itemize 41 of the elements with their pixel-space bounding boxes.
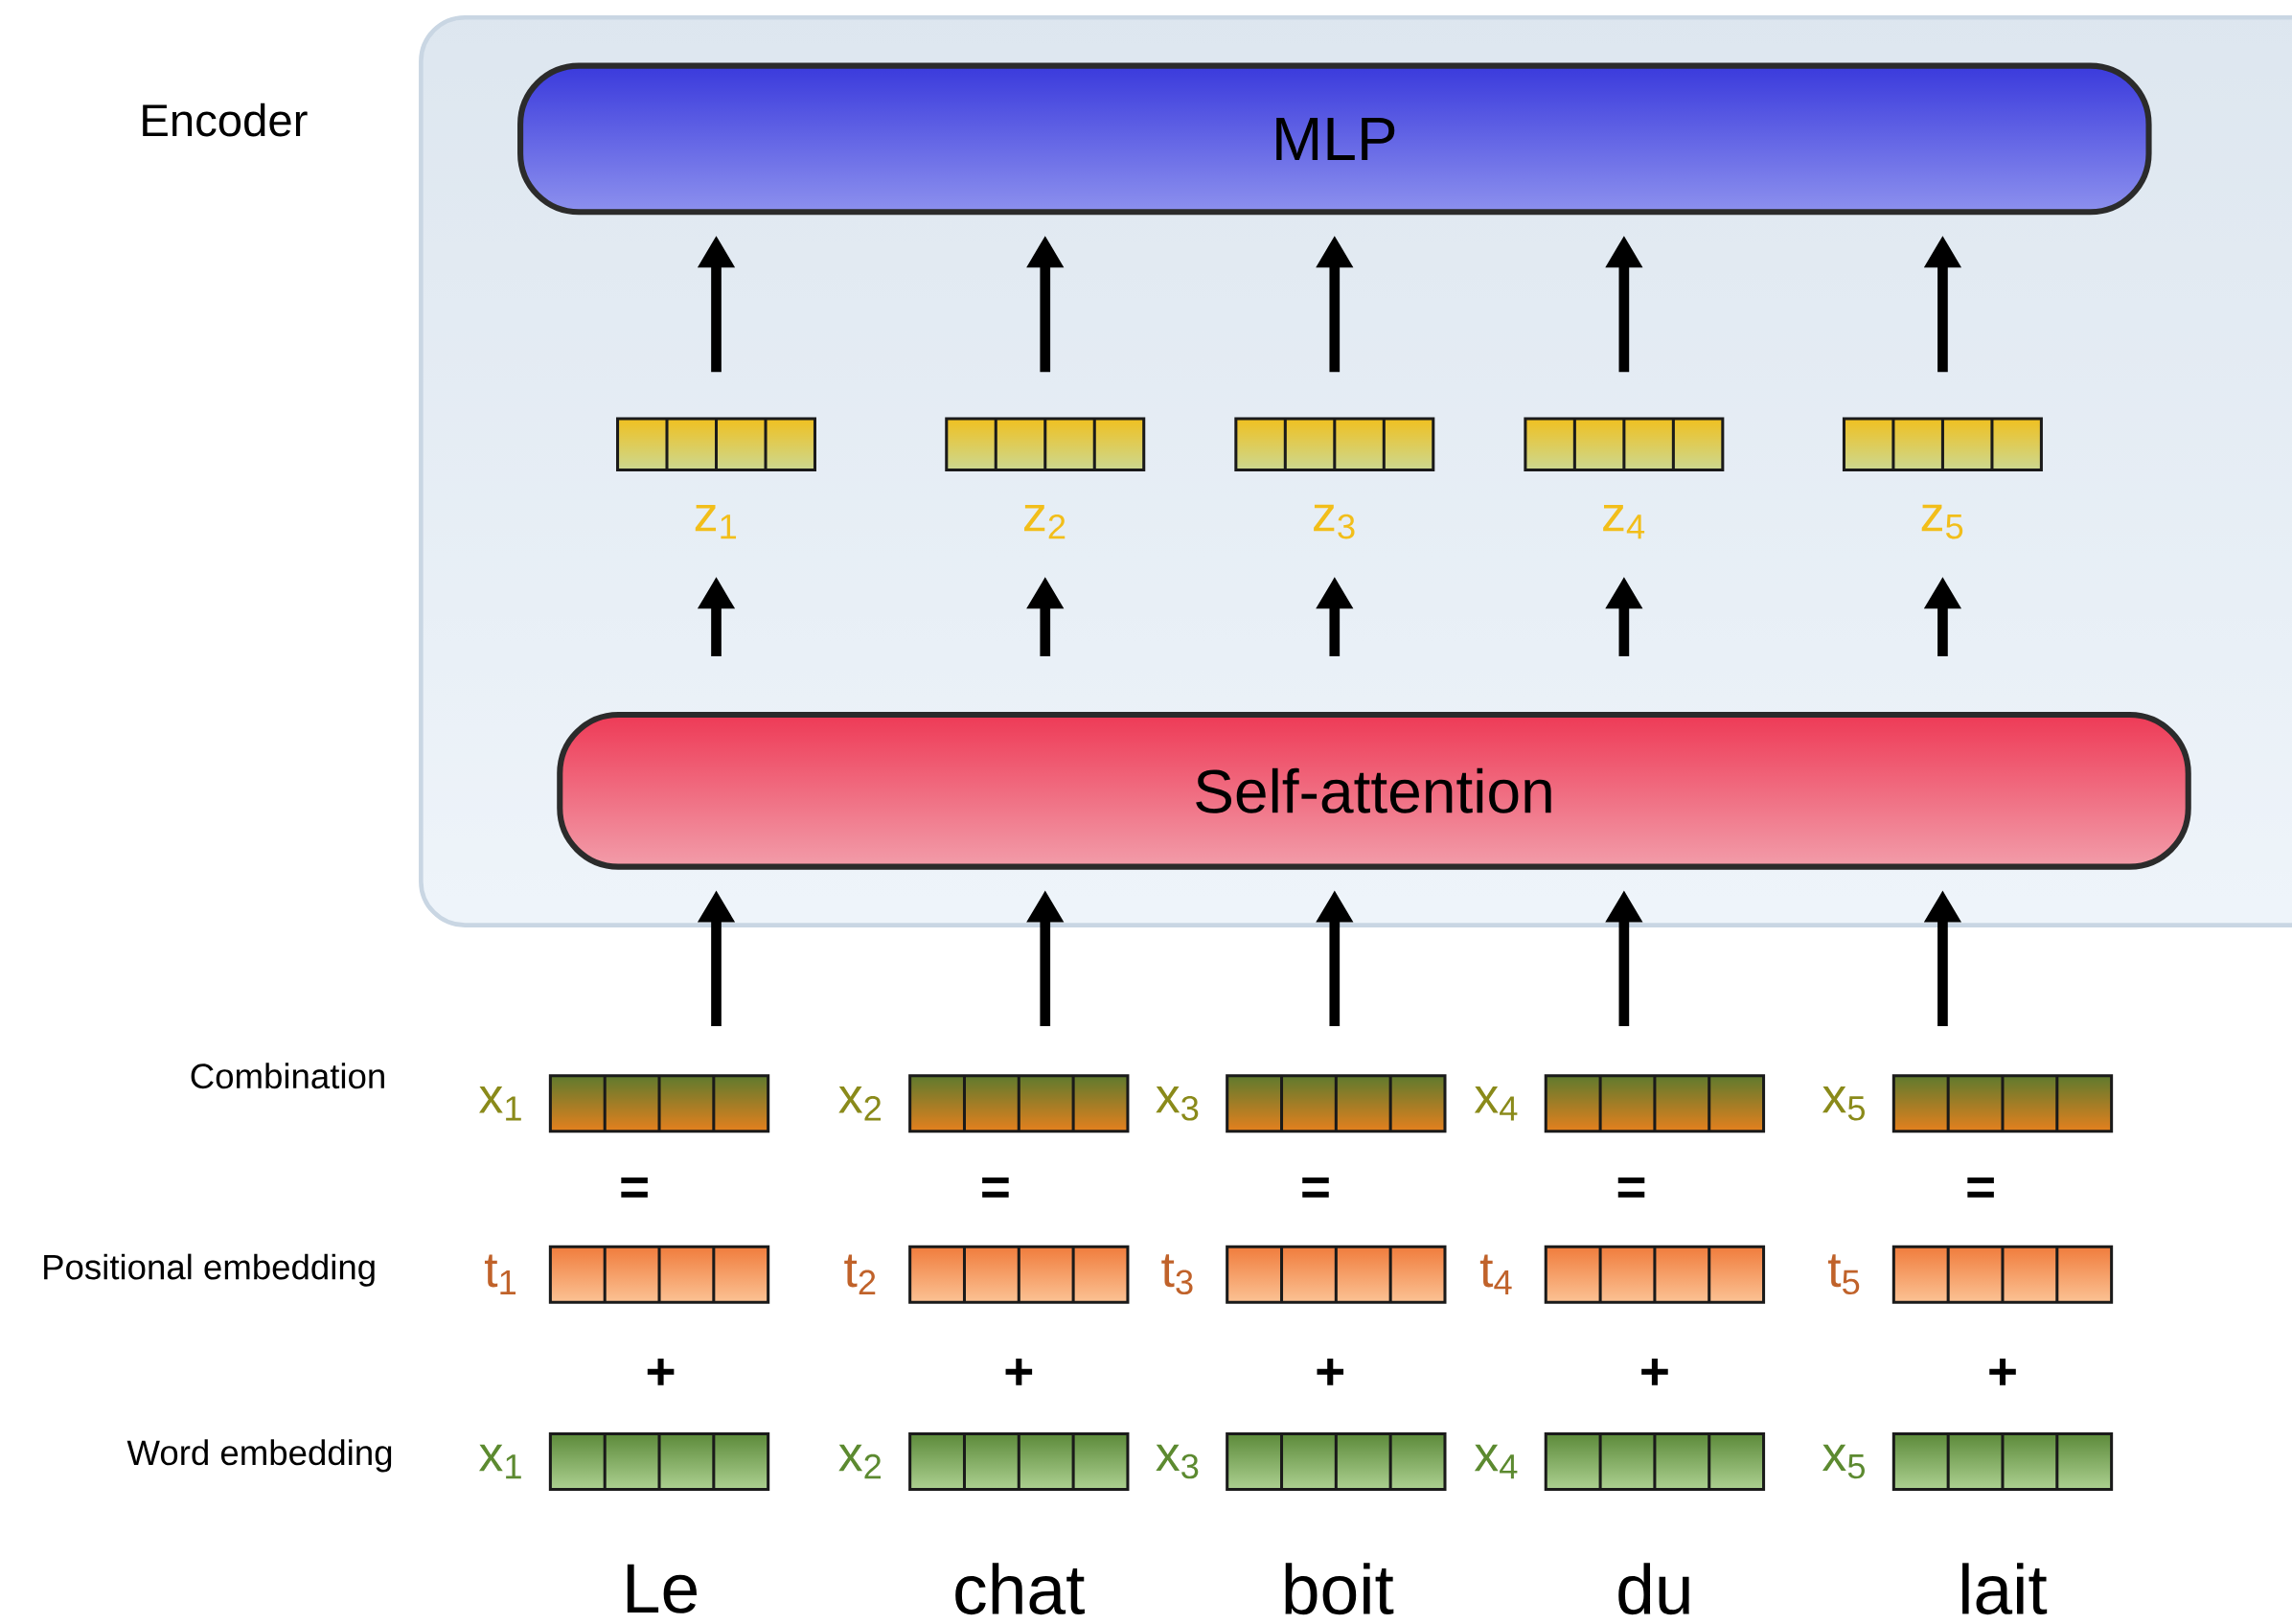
word-label: du [1618, 1563, 1689, 1615]
plus-sign: + [1005, 1358, 1033, 1385]
plus-sign: + [1317, 1358, 1344, 1385]
row-label: Positional embedding [44, 1253, 375, 1287]
vector-label: x$_{1}$ [479, 1444, 521, 1479]
vector-label: t$_{3}$ [1161, 1254, 1193, 1295]
vector-label: z$_{5}$ [1921, 504, 1963, 539]
vector-label: z$_{2}$ [1024, 505, 1066, 539]
equals-sign: = [1967, 1178, 1994, 1198]
equals-sign: = [1617, 1178, 1645, 1198]
vector-label: z$_{4}$ [1603, 505, 1645, 539]
vector-label: t$_{5}$ [1827, 1254, 1860, 1295]
plus-sign: + [647, 1358, 675, 1385]
vector-label: x$_{5}$ [1822, 1086, 1865, 1121]
equals-sign: = [1302, 1178, 1329, 1198]
vector-label: x$_{2}$ [838, 1444, 881, 1479]
vector-label: x$_{4}$ [1474, 1444, 1518, 1479]
vector-label: t$_{1}$ [484, 1254, 516, 1295]
equals-sign: = [621, 1178, 648, 1198]
vector-label: x$_{5}$ [1822, 1444, 1865, 1479]
panel-heading: Encoder [143, 103, 308, 137]
process-box: MLP [517, 62, 2152, 216]
process-box: Self-attention [557, 712, 2191, 870]
vector-label: x$_{3}$ [1156, 1086, 1199, 1121]
vector-label: z$_{3}$ [1314, 504, 1355, 539]
word-label: lait [1962, 1563, 2048, 1615]
vector-label: t$_{2}$ [844, 1254, 876, 1295]
vector-label: x$_{2}$ [838, 1086, 881, 1121]
word-label: Le [627, 1564, 697, 1613]
word-label: boit [1285, 1563, 1394, 1615]
equals-sign: = [982, 1178, 1009, 1198]
row-label: Word embedding [126, 1439, 392, 1473]
row-label: Combination [191, 1063, 384, 1089]
vector-label: x$_{1}$ [479, 1086, 521, 1121]
vector-label: x$_{4}$ [1474, 1086, 1518, 1121]
vector-label: t$_{4}$ [1479, 1254, 1512, 1295]
word-label: chat [955, 1563, 1085, 1615]
plus-sign: + [1989, 1358, 2016, 1385]
vector-label: x$_{3}$ [1156, 1444, 1199, 1479]
plus-sign: + [1641, 1358, 1668, 1385]
vector-label: z$_{1}$ [695, 505, 737, 539]
